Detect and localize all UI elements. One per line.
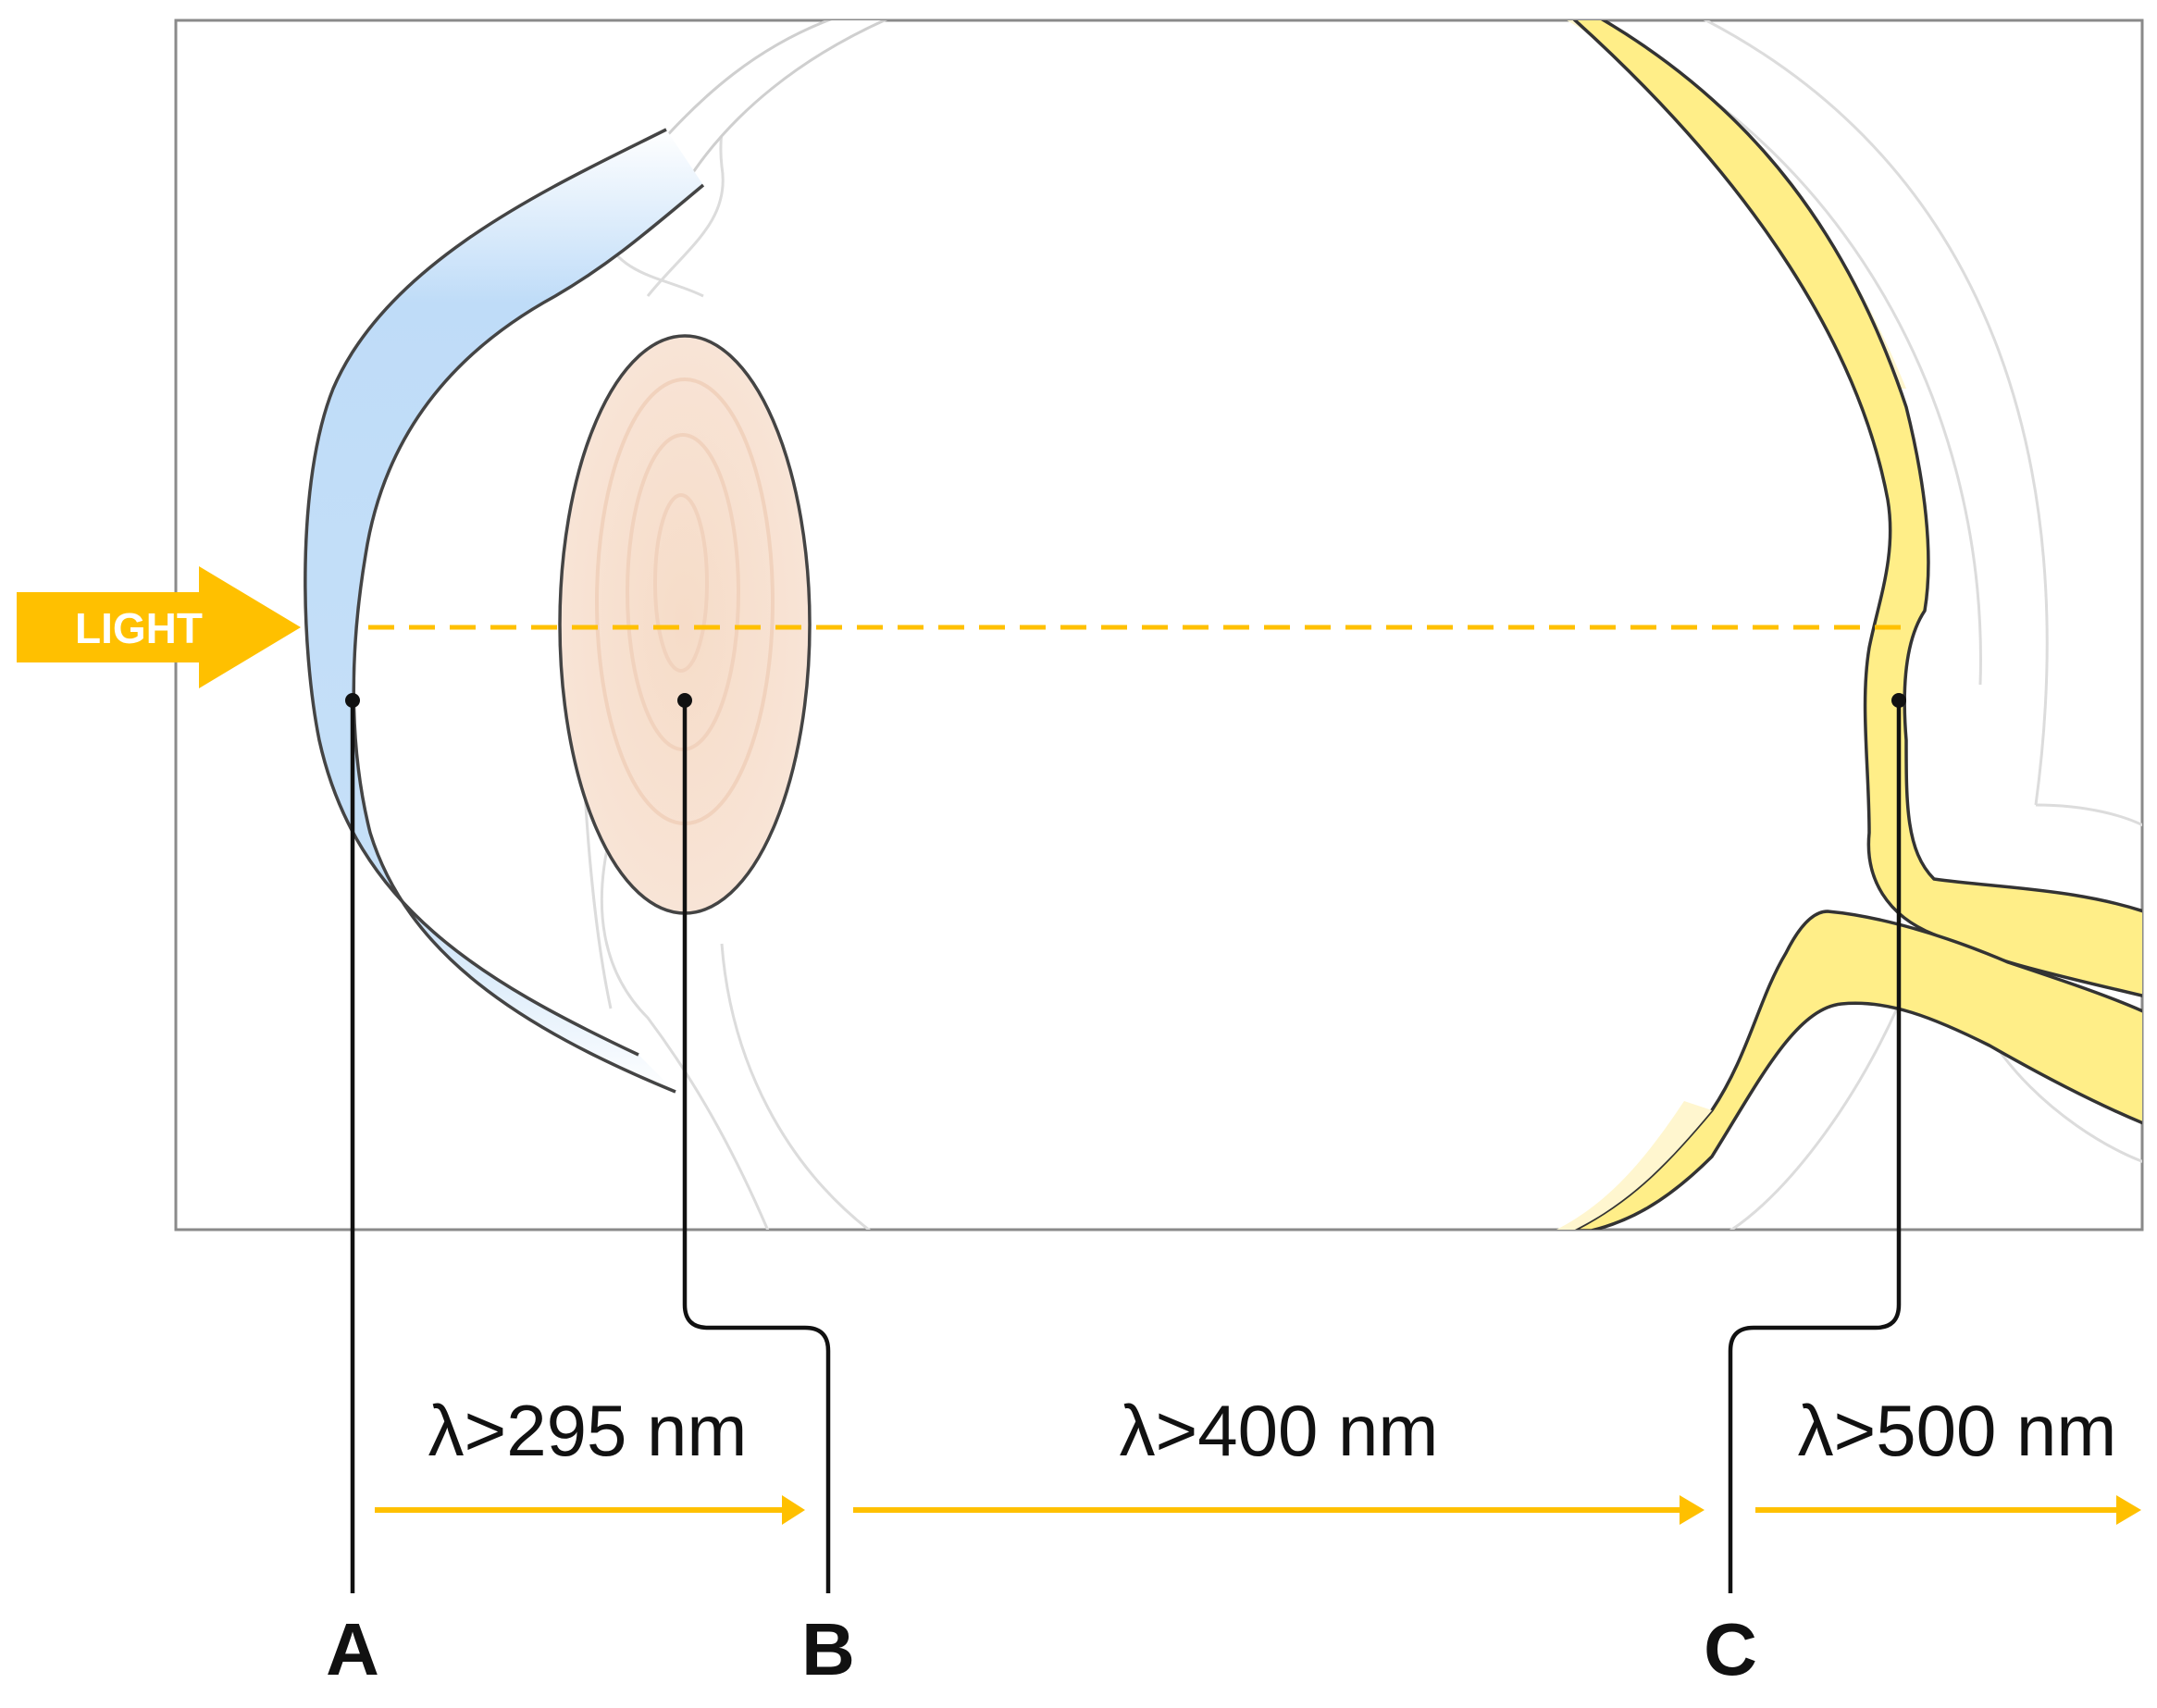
- leader-b: [682, 700, 831, 1593]
- light-arrow: [17, 566, 301, 688]
- leader-c: [1728, 700, 1902, 1593]
- arrow-3-head: [2116, 1495, 2141, 1525]
- sclera-upper: [645, 20, 888, 188]
- optic-nerve: [1572, 910, 2142, 1230]
- cornea: [304, 130, 703, 1092]
- leader-lines: [350, 700, 1902, 1593]
- marker-a: A: [326, 1608, 379, 1690]
- wavelength-arrows: [375, 1495, 2141, 1525]
- point-b-dot: [677, 693, 692, 708]
- cornea-outline: [304, 128, 667, 1057]
- marker-b: B: [801, 1608, 855, 1690]
- point-a-dot: [345, 693, 360, 708]
- retina: [1572, 20, 2142, 997]
- retina-lower-light: [1556, 1101, 1712, 1230]
- wavelength-label-1: λ>295 nm: [428, 1390, 748, 1471]
- point-c-dot: [1891, 693, 1906, 708]
- light-label: LIGHT: [75, 604, 203, 652]
- arrow-2-head: [1680, 1495, 1705, 1525]
- arrow-1-head: [782, 1495, 805, 1525]
- wavelength-label-2: λ>400 nm: [1120, 1390, 1439, 1471]
- cornea-inner-outline: [352, 183, 705, 1094]
- wavelength-label-3: λ>500 nm: [1798, 1390, 2117, 1471]
- marker-c: C: [1704, 1608, 1757, 1690]
